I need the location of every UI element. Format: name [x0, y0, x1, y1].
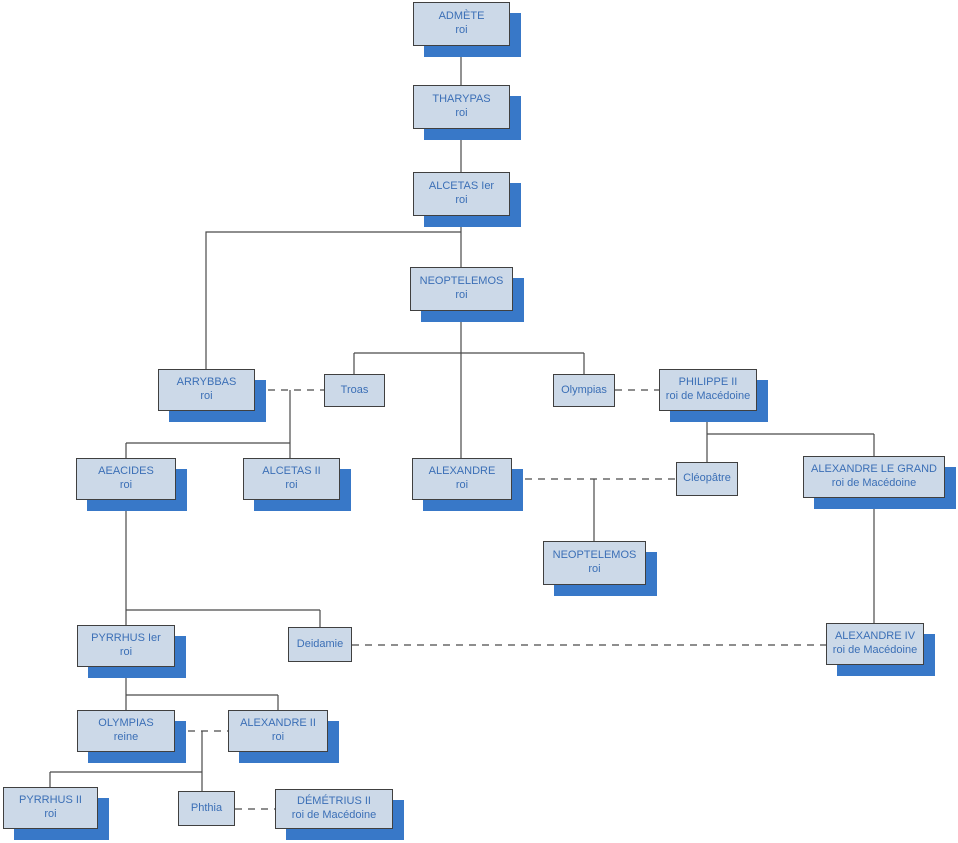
node-name: NEOPTELEMOS [419, 275, 504, 288]
node-name: ALEXANDRE II [240, 717, 316, 730]
node-title: roi de Macédoine [665, 390, 751, 402]
node-name: NEOPTELEMOS [552, 549, 637, 562]
node-name: ARRYBBAS [176, 376, 237, 389]
node-name: DÉMÉTRIUS II [297, 795, 371, 808]
node-name: ALEXANDRE IV [834, 630, 916, 643]
node-title: roi [271, 731, 285, 743]
node-name: ALCETAS Ier [428, 180, 495, 193]
node-title: roi [455, 107, 468, 119]
node-name: Cléopâtre [683, 472, 731, 485]
node-name: PYRRHUS Ier [91, 632, 161, 645]
node-name: THARYPAS [432, 93, 491, 106]
edge-solid [205, 231, 461, 369]
node-deidamie[interactable]: Deidamie [288, 627, 352, 662]
node-title: roi [119, 646, 133, 658]
node-title: roi [455, 194, 468, 206]
node-title: roi de Macédoine [832, 644, 918, 656]
node-title: reine [113, 731, 139, 743]
node-cleopatre[interactable]: Cléopâtre [676, 462, 738, 496]
node-name: ALEXANDRE LE GRAND [811, 463, 937, 476]
node-name: ALEXANDRE [428, 465, 496, 478]
node-title: roi [455, 479, 469, 491]
node-title: roi [119, 479, 133, 491]
node-title: roi de Macédoine [291, 809, 377, 821]
node-name: PYRRHUS II [19, 794, 82, 807]
node-name: Phthia [190, 801, 223, 814]
node-title: roi [285, 479, 298, 491]
node-name: AEACIDES [98, 465, 154, 478]
node-title: roi [44, 808, 57, 820]
node-olympias1[interactable]: Olympias [553, 374, 615, 407]
node-troas[interactable]: Troas [324, 374, 385, 407]
node-name: PHILIPPE II [678, 376, 738, 389]
node-title: roi de Macédoine [831, 477, 917, 489]
node-name: ADMÈTE [438, 10, 485, 23]
node-title: roi [455, 289, 468, 301]
node-title: roi [588, 563, 601, 575]
node-name: OLYMPIAS [98, 717, 154, 730]
node-title: roi [200, 390, 213, 402]
node-title: roi [455, 24, 468, 36]
node-name: Deidamie [296, 637, 344, 650]
node-name: Olympias [561, 383, 607, 396]
node-phthia[interactable]: Phthia [178, 791, 235, 826]
node-name: ALCETAS II [262, 465, 321, 478]
node-name: Troas [340, 383, 369, 396]
